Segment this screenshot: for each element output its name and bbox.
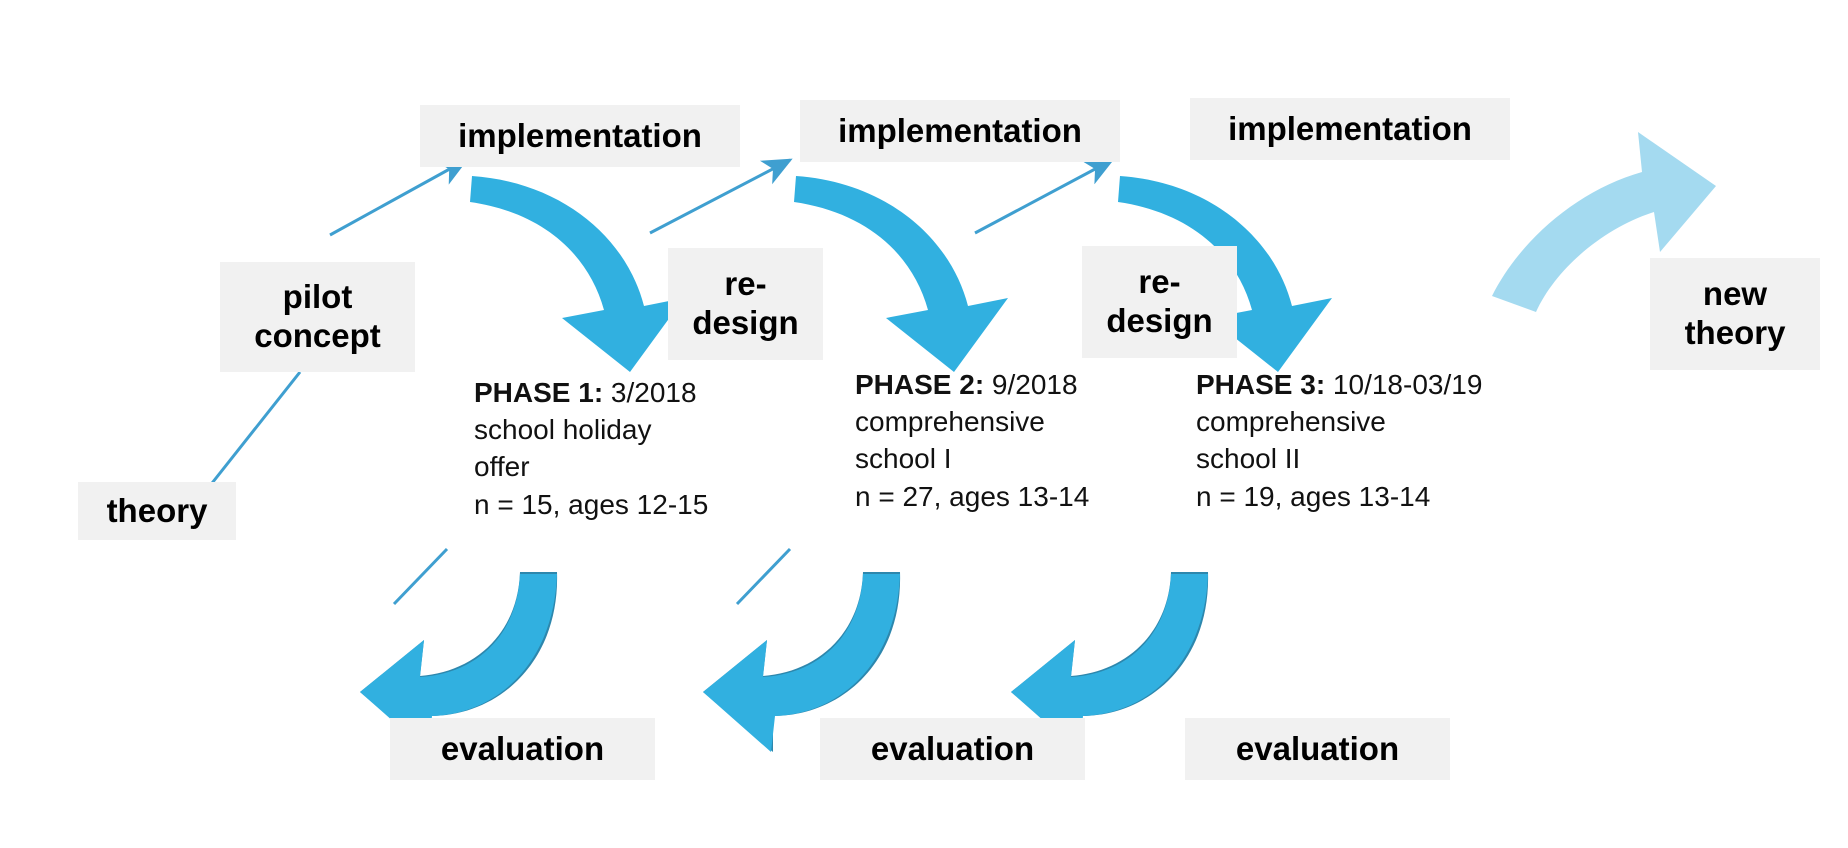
box-redesign-2-line2: design (1106, 302, 1213, 339)
box-redesign-1-line2: design (692, 304, 799, 341)
connector-pilot-to-implementation-1 (329, 158, 469, 237)
phase-2-line2: comprehensive (855, 406, 1045, 438)
box-theory-label: theory (106, 491, 208, 529)
box-evaluation-3[interactable]: evaluation (1185, 718, 1450, 780)
phase-1-line2: school holiday (474, 414, 652, 446)
phase-1-line3: offer (474, 451, 530, 483)
phase-3-line1: PHASE 3: 10/18-03/19 (1196, 366, 1482, 403)
phase-1-date: 3/2018 (603, 377, 697, 408)
connector-phase-1-to-evaluation (392, 547, 449, 606)
phase-2-label: PHASE 2: (855, 369, 985, 400)
phase-text-1: PHASE 1: 3/2018 school holiday offer n =… (474, 374, 708, 523)
phase-3-date: 10/18-03/19 (1325, 369, 1483, 400)
box-evaluation-2[interactable]: evaluation (820, 718, 1085, 780)
box-new-theory-line1: new (1702, 275, 1768, 313)
box-pilot-concept-line1: pilot (282, 278, 353, 316)
box-pilot-concept-line2: concept (254, 317, 381, 354)
phase-2-date: 9/2018 (984, 369, 1078, 400)
box-theory[interactable]: theory (78, 482, 236, 540)
phase-1-line4: n = 15, ages 12-15 (474, 488, 709, 520)
connector-redesign-2-to-implementation-3 (974, 158, 1115, 235)
box-evaluation-1-label: evaluation (440, 729, 605, 767)
box-implementation-1[interactable]: implementation (420, 105, 740, 167)
box-redesign-1[interactable]: re- design (668, 248, 823, 360)
box-redesign-2-line1: re- (1138, 263, 1181, 301)
connector-phase-2-to-evaluation (735, 547, 792, 606)
box-pilot-concept[interactable]: pilot concept (220, 262, 415, 372)
box-redesign-1-line1: re- (724, 265, 767, 303)
box-implementation-3[interactable]: implementation (1190, 98, 1510, 160)
phase-3-line2: comprehensive (1196, 406, 1386, 438)
box-implementation-1-label: implementation (458, 116, 702, 154)
box-evaluation-2-label: evaluation (870, 729, 1035, 767)
box-implementation-2-label: implementation (838, 111, 1082, 149)
phase-2-line4: n = 27, ages 13-14 (855, 480, 1090, 512)
phase-1-label: PHASE 1: (474, 377, 604, 408)
box-implementation-2[interactable]: implementation (800, 100, 1120, 162)
phase-2-line3: school I (855, 443, 952, 475)
box-new-theory-line2: theory (1684, 314, 1786, 351)
phase-3-line4: n = 19, ages 13-14 (1196, 480, 1431, 512)
phase-text-2: PHASE 2: 9/2018 comprehensive school I n… (855, 366, 1089, 515)
box-evaluation-1[interactable]: evaluation (390, 718, 655, 780)
phase-text-3: PHASE 3: 10/18-03/19 comprehensive schoo… (1196, 366, 1482, 515)
arrow-implementation-to-redesign-2 (794, 176, 1008, 372)
phase-2-line1: PHASE 2: 9/2018 (855, 366, 1089, 403)
phase-1-line1: PHASE 1: 3/2018 (474, 374, 708, 411)
connector-theory-to-pilot (203, 371, 302, 493)
box-new-theory[interactable]: new theory (1650, 258, 1820, 370)
phase-3-line3: school II (1196, 443, 1301, 475)
box-implementation-3-label: implementation (1228, 109, 1472, 147)
box-evaluation-3-label: evaluation (1235, 729, 1400, 767)
phase-3-label: PHASE 3: (1196, 369, 1326, 400)
connector-redesign-1-to-implementation-2 (649, 158, 793, 235)
arrow-implementation-to-redesign-1 (470, 176, 684, 372)
box-redesign-2[interactable]: re- design (1082, 246, 1237, 358)
